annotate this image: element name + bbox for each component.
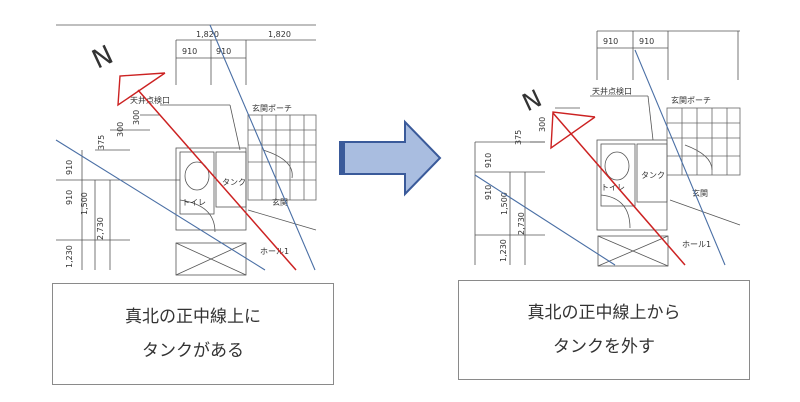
north-center-line (552, 112, 686, 266)
tank-label: タンク (222, 178, 246, 187)
toilet-label: トイレ (601, 183, 625, 192)
guide-line (55, 139, 266, 271)
dim-label: 375 (97, 135, 106, 150)
dim-label: 910 (216, 47, 231, 56)
caption-line: 真北の正中線上に (125, 307, 261, 327)
hall-label: ホール1 (682, 240, 711, 249)
dim-label: 375 (514, 130, 523, 145)
dim-label: 2,730 (96, 217, 105, 240)
guide-line (209, 24, 316, 271)
dim-label: 1,500 (500, 192, 509, 215)
dim-label: 1,820 (196, 30, 219, 39)
north-label: N (518, 84, 546, 117)
caption-before: 真北の正中線上に タンクがある (52, 283, 334, 385)
hall-label: ホール1 (260, 247, 289, 256)
guide-line (474, 174, 616, 266)
north-center-line (137, 89, 297, 271)
north-label: N (88, 40, 118, 75)
dim-label: 910 (639, 37, 654, 46)
dim-label: 1,230 (65, 245, 74, 268)
dim-label: 1,500 (80, 192, 89, 215)
porch-label: 玄関ポーチ (252, 103, 292, 113)
entrance-label: 玄関 (692, 188, 708, 198)
north-marker-after: N (474, 49, 726, 266)
plan-labels-before: 1,820 1,820 910 910 天井点検口 玄関ポーチ トイレ タンク … (65, 30, 292, 268)
dim-label: 910 (484, 185, 493, 200)
ceiling-hatch-label: 天井点検口 (130, 95, 170, 105)
guide-line (634, 49, 726, 266)
tank-label: タンク (641, 171, 665, 180)
caption-after: 真北の正中線上から タンクを外す (458, 280, 750, 380)
dim-label: 1,230 (499, 239, 508, 262)
caption-line: 真北の正中線上から (527, 303, 681, 323)
ceiling-hatch-label: 天井点検口 (592, 86, 632, 96)
caption-line: タンクがある (142, 341, 244, 361)
dim-label: 910 (65, 160, 74, 175)
dim-label: 1,820 (268, 30, 291, 39)
dim-label: 910 (65, 190, 74, 205)
dim-label: 2,730 (517, 212, 526, 235)
dim-label: 300 (116, 122, 125, 137)
entrance-label: 玄関 (272, 197, 288, 207)
dim-label: 910 (603, 37, 618, 46)
dim-label: 300 (538, 117, 547, 132)
north-arrow-icon (117, 72, 166, 107)
north-arrow-icon (550, 111, 596, 150)
porch-label: 玄関ポーチ (671, 95, 711, 105)
floor-plan-before (56, 24, 317, 276)
toilet-label: トイレ (182, 198, 206, 207)
dim-label: 300 (132, 110, 141, 125)
dim-label: 910 (484, 153, 493, 168)
dim-label: 910 (182, 47, 197, 56)
floor-plan-after (474, 30, 741, 267)
transition-arrow-icon (339, 119, 442, 197)
plan-labels-after: 910 910 天井点検口 玄関ポーチ トイレ タンク 玄関 ホール1 300 … (484, 37, 711, 262)
caption-line: タンクを外す (553, 337, 655, 357)
